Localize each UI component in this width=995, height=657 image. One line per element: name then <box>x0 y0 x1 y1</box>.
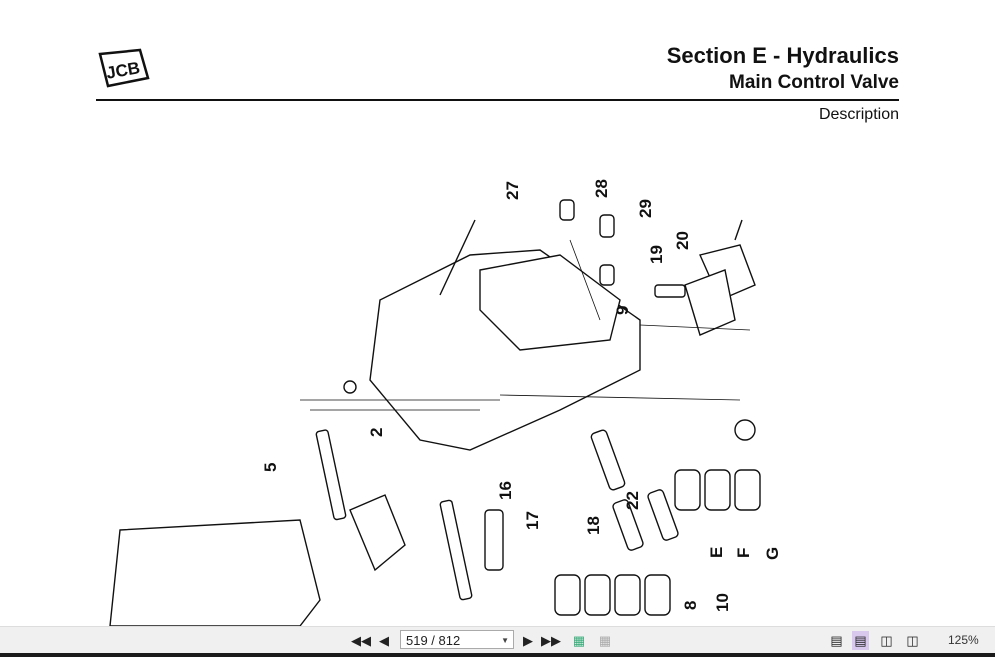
callout-8: 8 <box>681 601 700 610</box>
header-rule <box>96 99 899 101</box>
callout-2: 2 <box>367 428 386 437</box>
exploded-valve-diagram: 27 28 29 19 20 9 2 5 16 17 18 22 E F G 8… <box>109 179 782 626</box>
page-number-value: 519 / 812 <box>406 633 461 648</box>
callout-16: 16 <box>496 481 515 500</box>
previous-page-icon: ◀ <box>379 632 389 648</box>
jcb-logo: JCB <box>98 48 150 88</box>
callout-E: E <box>707 547 726 558</box>
two-page-continuous-view-button[interactable]: ◫ <box>904 631 921 650</box>
forward-view-icon: ▦ <box>598 632 612 648</box>
last-page-icon: ▶▶ <box>541 632 561 648</box>
continuous-page-icon: ▤ <box>854 632 867 648</box>
first-page-button[interactable]: ◀◀ <box>351 631 371 650</box>
callout-labels: 27 28 29 19 20 9 2 5 16 17 18 22 E F G 8… <box>261 179 782 612</box>
callout-9: 9 <box>613 306 632 315</box>
callout-22: 22 <box>623 491 642 510</box>
first-page-icon: ◀◀ <box>351 632 371 648</box>
continuous-view-button[interactable]: ▤ <box>852 631 869 650</box>
subsection-title: Main Control Valve <box>729 72 899 93</box>
chevron-down-icon[interactable]: ▼ <box>501 636 509 645</box>
two-page-continuous-icon: ◫ <box>906 632 919 648</box>
single-page-icon: ▤ <box>830 632 843 648</box>
two-page-icon: ◫ <box>880 632 893 648</box>
callout-18: 18 <box>584 516 603 535</box>
pdf-toolbar: ◀◀ ◀ 519 / 812 ▼ ▶ ▶▶ ▦ ▦ ▤ ▤ ◫ ◫ 125% <box>0 626 995 654</box>
topic-label: Description <box>818 106 899 123</box>
callout-27: 27 <box>503 181 522 200</box>
last-page-button[interactable]: ▶▶ <box>541 631 561 650</box>
callout-19: 19 <box>647 245 666 264</box>
document-page: JCB Section E - Hydraulics Main Control … <box>96 43 899 626</box>
previous-page-button[interactable]: ◀ <box>376 631 392 650</box>
go-back-view-button[interactable]: ▦ <box>570 631 588 650</box>
callout-20: 20 <box>673 231 692 250</box>
two-page-view-button[interactable]: ◫ <box>878 631 895 650</box>
callout-F: F <box>734 548 753 558</box>
next-page-button[interactable]: ▶ <box>520 631 536 650</box>
callout-17: 17 <box>523 511 542 530</box>
page-number-field[interactable]: 519 / 812 ▼ <box>400 630 514 649</box>
callout-10: 10 <box>713 593 732 612</box>
section-title: Section E - Hydraulics <box>666 43 899 68</box>
callout-28: 28 <box>592 179 611 198</box>
go-forward-view-button[interactable]: ▦ <box>596 631 614 650</box>
zoom-level[interactable]: 125% <box>948 633 979 647</box>
callout-29: 29 <box>636 199 655 218</box>
taskbar-strip <box>0 653 995 657</box>
back-view-icon: ▦ <box>572 632 586 648</box>
next-page-icon: ▶ <box>523 632 533 648</box>
single-page-view-button[interactable]: ▤ <box>828 631 845 650</box>
callout-5: 5 <box>261 463 280 472</box>
callout-G: G <box>763 547 782 560</box>
